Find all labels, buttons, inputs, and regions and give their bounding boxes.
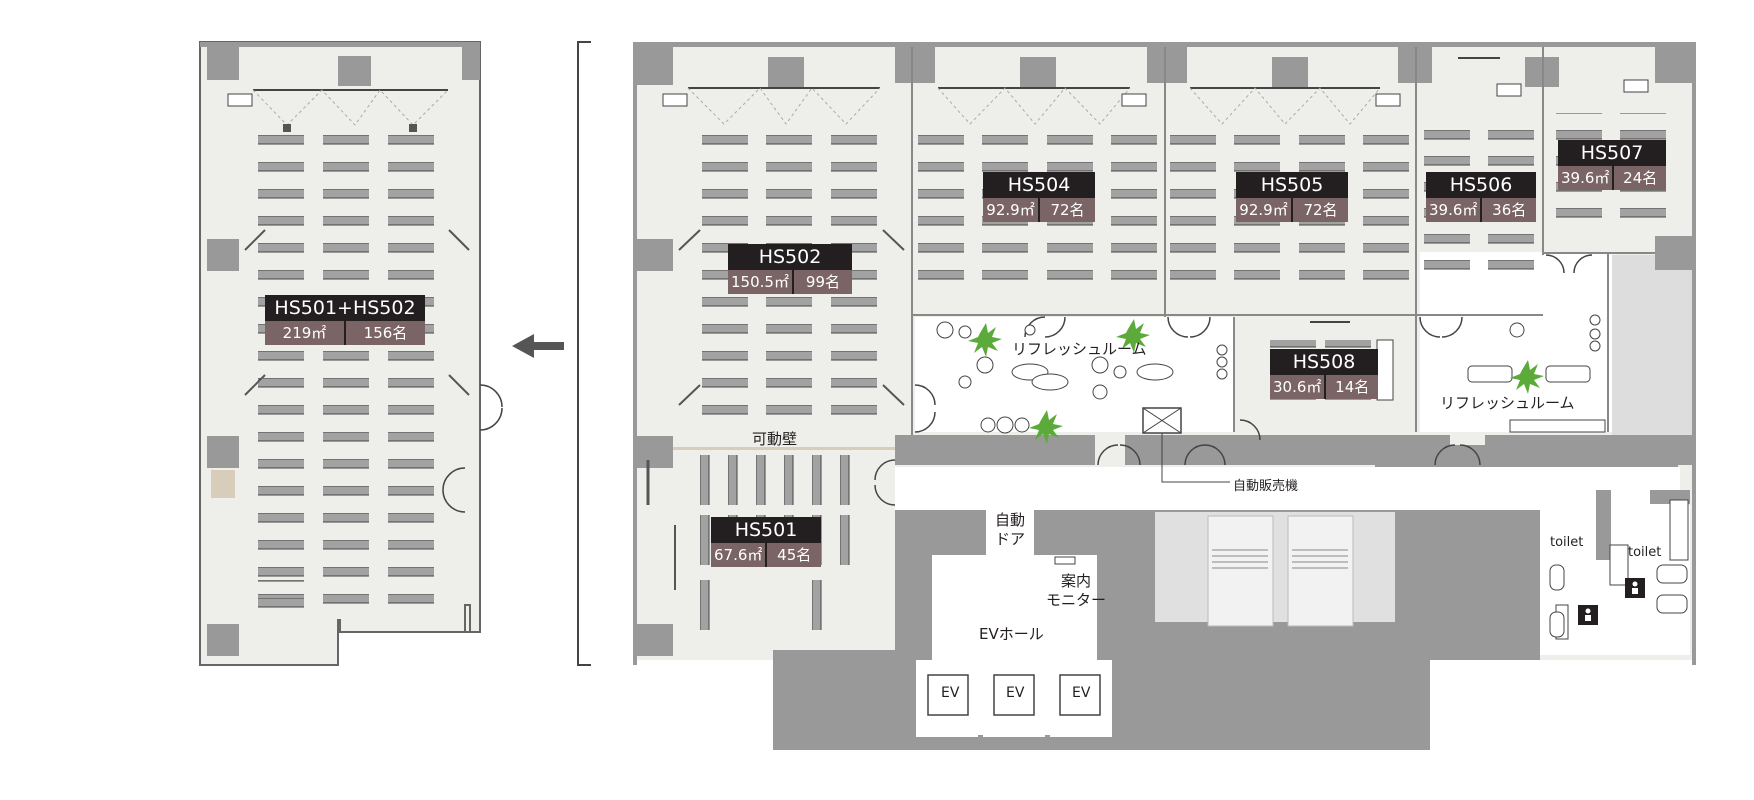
room-capacity: 156名 xyxy=(344,321,425,345)
room-capacity: 99名 xyxy=(791,270,852,294)
room-capacity: 45名 xyxy=(765,543,821,567)
room-capacity: 36名 xyxy=(1480,198,1536,222)
room-capacity: 14名 xyxy=(1324,375,1378,399)
room-label-combined[interactable]: HS501+HS502 219㎡ 156名 xyxy=(265,295,425,345)
room-area: 219㎡ xyxy=(282,324,327,342)
room-name: HS507 xyxy=(1558,140,1666,166)
ev-hall-label: EVホール xyxy=(979,625,1044,643)
room-name: HS505 xyxy=(1236,172,1348,198)
elevator-2-label: EV xyxy=(1006,685,1025,701)
toilet-label-2: toilet xyxy=(1628,545,1662,560)
room-area: 92.9㎡ xyxy=(986,201,1035,219)
room-area: 39.6㎡ xyxy=(1561,169,1610,187)
room-name: HS502 xyxy=(728,244,852,270)
room-capacity: 24名 xyxy=(1612,166,1666,190)
room-area: 30.6㎡ xyxy=(1273,378,1322,396)
movable-wall-label: 可動壁 xyxy=(752,430,798,448)
room-name: HS504 xyxy=(983,172,1095,198)
auto-door-label: 自動ドア xyxy=(994,511,1025,548)
bracket xyxy=(577,41,591,666)
room-area: 150.5㎡ xyxy=(731,273,789,291)
room-area: 92.9㎡ xyxy=(1239,201,1288,219)
room-capacity: 72名 xyxy=(1291,198,1348,222)
elevator-1-label: EV xyxy=(941,685,960,701)
room-name: HS506 xyxy=(1426,172,1536,198)
vending-machine-label: 自動販売機 xyxy=(1233,479,1299,494)
refresh-room-label-2: リフレッシュルーム xyxy=(1440,394,1575,412)
info-monitor-label: 案内モニター xyxy=(1045,572,1106,609)
room-name: HS501 xyxy=(711,517,821,543)
room-area: 39.6㎡ xyxy=(1429,201,1478,219)
elevator-3-label: EV xyxy=(1072,685,1091,701)
room-capacity: 72名 xyxy=(1038,198,1095,222)
room-area: 67.6㎡ xyxy=(714,546,763,564)
arrow-left-icon xyxy=(512,334,564,358)
combined-room-plan xyxy=(199,41,503,666)
room-name: HS501+HS502 xyxy=(265,295,425,321)
toilet-label-1: toilet xyxy=(1550,535,1584,550)
refresh-room-label-1: リフレッシュルーム xyxy=(1012,340,1147,358)
room-name: HS508 xyxy=(1270,349,1378,375)
